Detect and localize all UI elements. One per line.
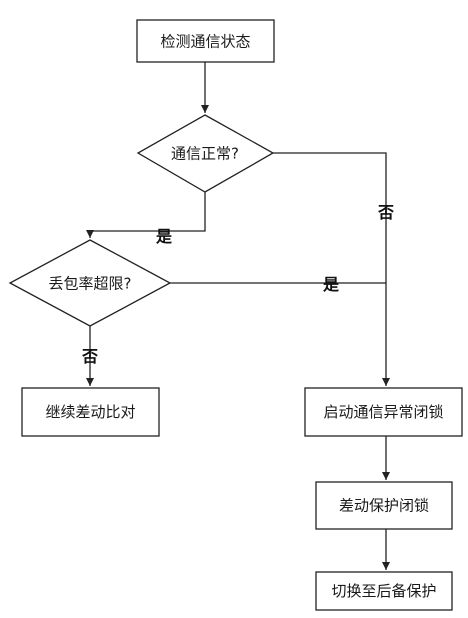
node-detect-comm-status: 检测通信状态 bbox=[136, 19, 275, 63]
node-label: 继续差动比对 bbox=[45, 403, 135, 421]
decision-comm-normal: 通信正常? bbox=[136, 114, 275, 193]
decision-label: 丢包率超限? bbox=[49, 275, 132, 293]
edge-comm-ok-yes-to-loss bbox=[86, 192, 206, 238]
edge-label-yes-comm-ok: 是 bbox=[155, 227, 172, 246]
edge-label-no-loss: 否 bbox=[81, 347, 98, 366]
process-box bbox=[21, 387, 160, 437]
process-box bbox=[136, 19, 275, 63]
node-label: 启动通信异常闭锁 bbox=[323, 403, 443, 421]
process-box bbox=[315, 481, 453, 530]
node-label: 检测通信状态 bbox=[160, 33, 250, 51]
edge-label-yes-loss: 是 bbox=[322, 275, 339, 294]
edge-label-no-comm-ok: 否 bbox=[377, 203, 394, 222]
connectors bbox=[86, 62, 390, 570]
node-label: 切换至后备保护 bbox=[331, 582, 436, 600]
decision-label: 通信正常? bbox=[171, 145, 239, 163]
node-diff-lock: 差动保护闭锁 bbox=[315, 481, 453, 530]
node-label: 差动保护闭锁 bbox=[339, 497, 429, 515]
process-box bbox=[315, 571, 453, 611]
edge-comm-ok-no-to-start-lock bbox=[273, 152, 390, 386]
process-box bbox=[304, 387, 463, 437]
decision-packet-loss: 丢包率超限? bbox=[8, 239, 172, 327]
node-continue-diff: 继续差动比对 bbox=[21, 387, 160, 437]
node-switch-backup: 切换至后备保护 bbox=[315, 571, 453, 611]
node-start-lock: 启动通信异常闭锁 bbox=[304, 387, 463, 437]
